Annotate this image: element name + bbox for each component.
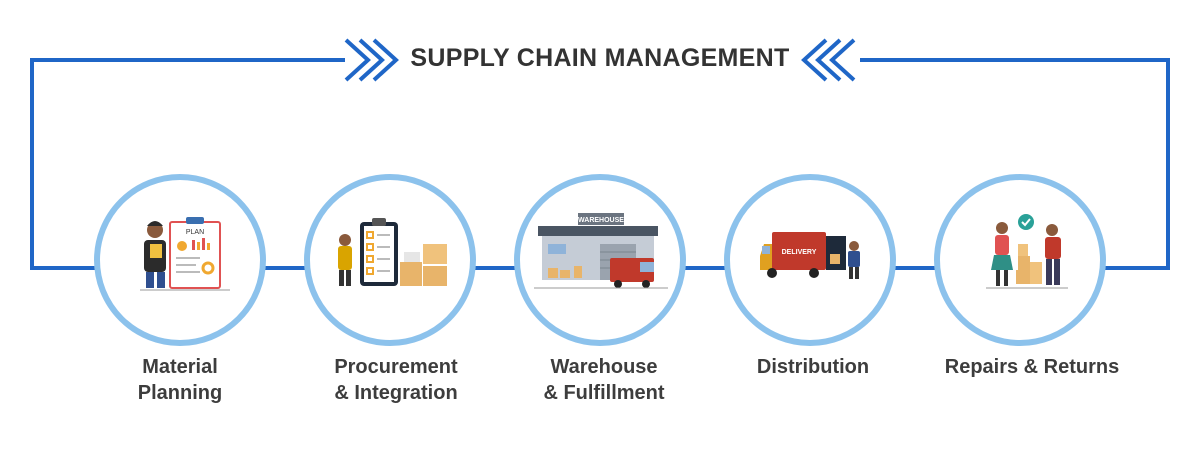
delivery-truck-icon: DELIVERY: [760, 232, 860, 279]
returns-handover-icon: [986, 214, 1068, 289]
person-with-plan-clipboard-icon: PLAN: [140, 217, 230, 291]
loop-connector-line: [30, 58, 345, 270]
chevron-right-icon: [344, 38, 399, 82]
step-label-procurement: Procurement & Integration: [296, 354, 496, 406]
svg-text:PLAN: PLAN: [186, 229, 204, 236]
diagram-title: SUPPLY CHAIN MANAGEMENT: [410, 44, 790, 72]
step-label-line: Procurement: [334, 356, 458, 378]
step-label-distribution: Distribution: [713, 354, 913, 380]
step-label-line: & Integration: [334, 382, 458, 404]
step-label-line: Repairs & Returns: [944, 356, 1120, 378]
svg-text:WAREHOUSE: WAREHOUSE: [578, 217, 624, 224]
step-label-line: Material: [142, 356, 218, 378]
step-label-line: Distribution: [756, 356, 870, 378]
warehouse-building-icon: WAREHOUSE: [534, 213, 668, 289]
step-label-line: Warehouse: [550, 356, 658, 378]
step-label-line: Planning: [137, 382, 223, 404]
step-label-warehouse: Warehouse & Fulfillment: [504, 354, 704, 406]
checklist-and-boxes-icon: [338, 218, 447, 286]
chevron-left-icon: [801, 38, 856, 82]
step-label-material-planning: Material Planning: [80, 354, 280, 406]
loop-connector-line-right: [860, 58, 1170, 270]
step-label-repairs-returns: Repairs & Returns: [918, 354, 1146, 380]
svg-text:DELIVERY: DELIVERY: [782, 249, 817, 256]
step-label-line: & Fulfillment: [543, 382, 665, 404]
